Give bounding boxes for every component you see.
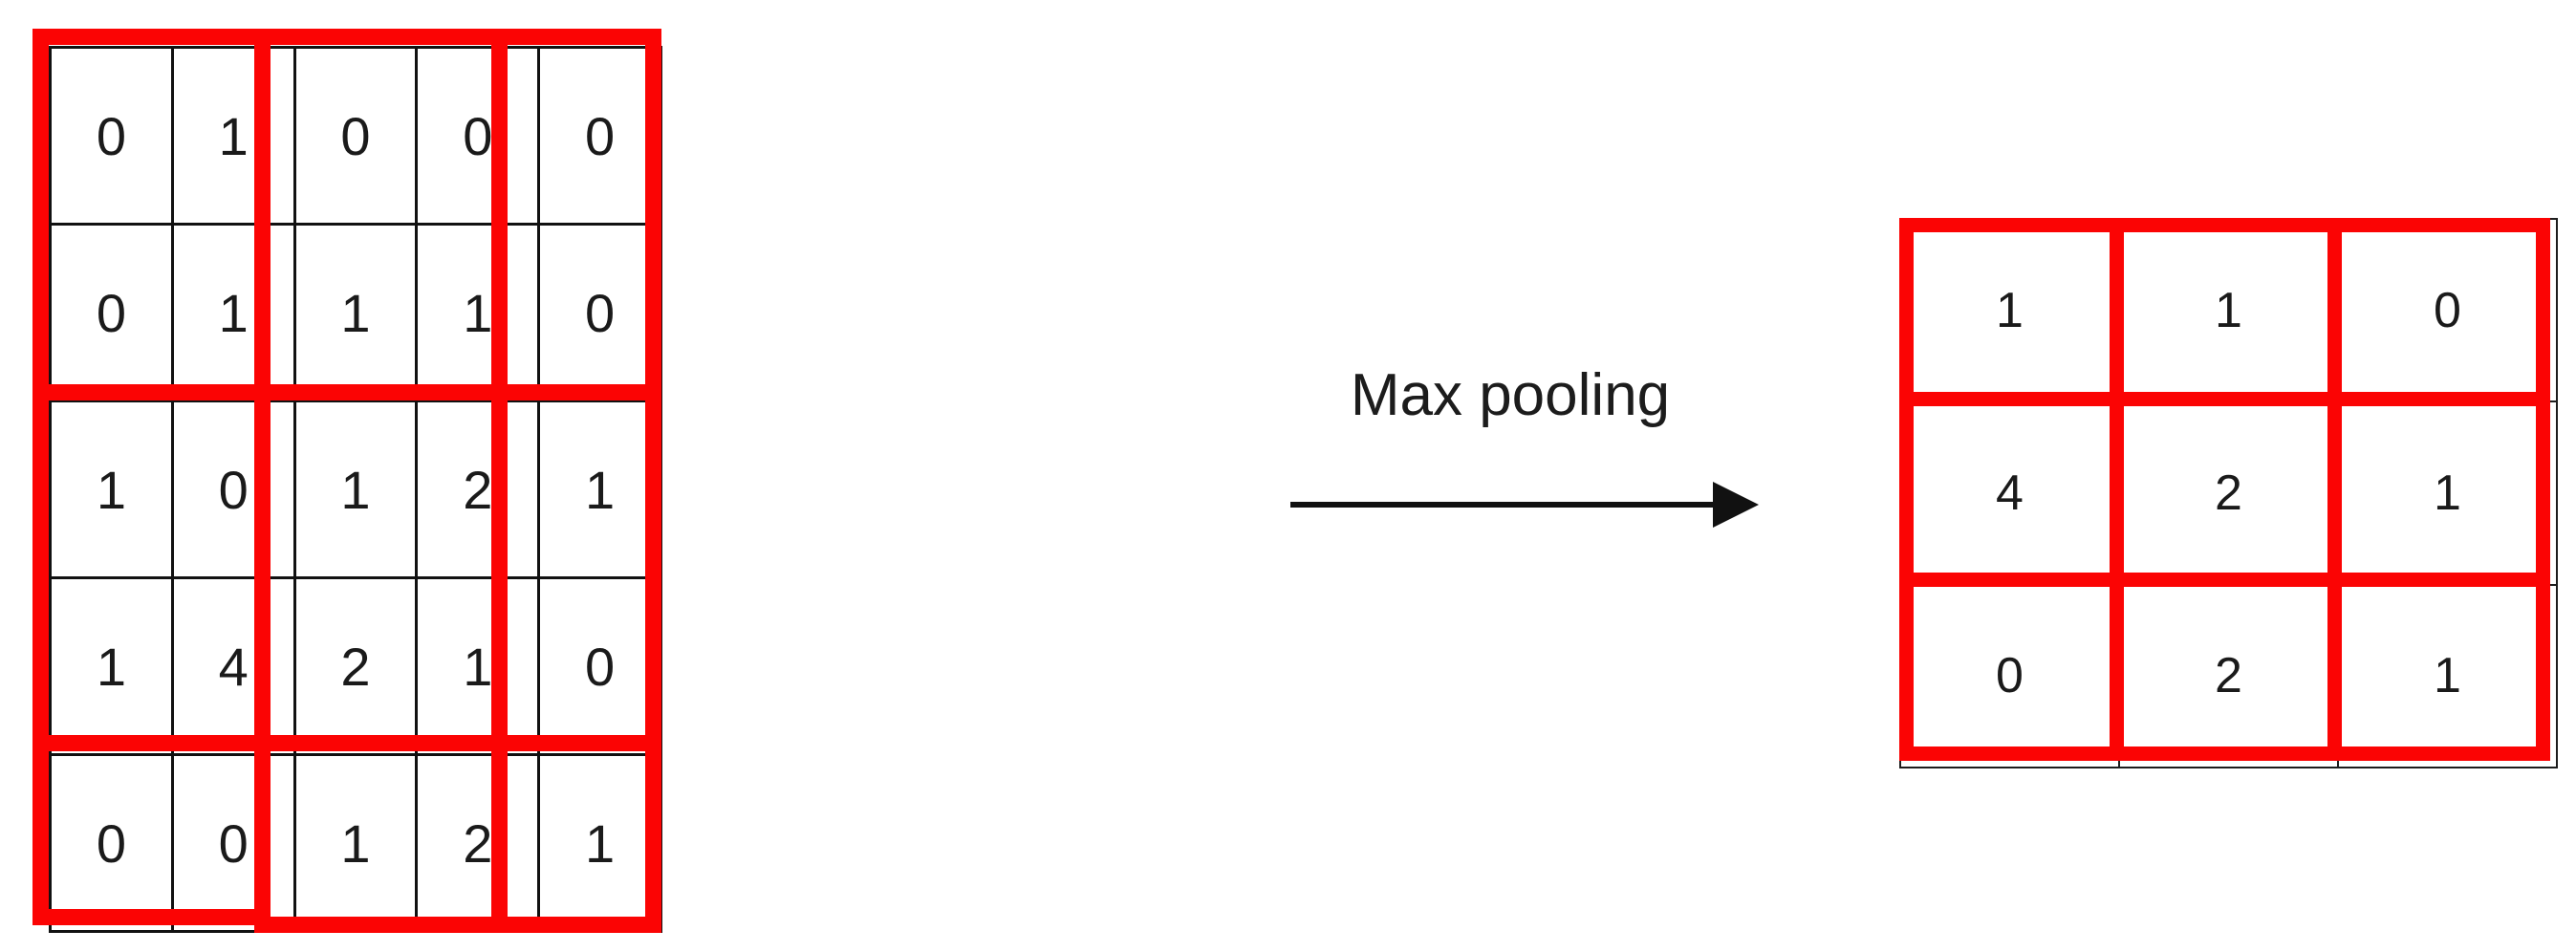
pool-window-line-h2 [32,735,661,751]
input-feature-map-grid: 0 1 0 0 0 0 1 1 1 0 1 0 1 2 1 1 [32,29,662,933]
input-cell-r3c2: 2 [292,576,419,756]
output-cell-r0c0: 1 [1899,217,2120,403]
input-grid-table: 0 1 0 0 0 0 1 1 1 0 1 0 1 2 1 1 [49,46,662,933]
output-grid-line-h2 [1899,573,2550,587]
table-row: 1 4 2 1 0 [49,576,662,756]
pooling-label: Max pooling [1350,362,1671,428]
input-cell-r3c0: 1 [49,576,174,756]
input-cell-r2c0: 1 [49,400,174,579]
input-cell-r2c2: 1 [292,400,419,579]
table-row: 0 1 1 1 0 [49,223,662,402]
table-row: 0 0 1 2 1 [49,753,662,933]
table-row: 1 1 0 [1899,217,2558,403]
output-grid-line-left [1899,218,1914,761]
table-row: 0 1 0 0 0 [49,46,662,226]
max-pooling-transform: Max pooling [1233,315,1787,602]
input-cell-r3c4: 0 [537,576,662,756]
input-cell-r0c0: 0 [49,46,174,226]
output-cell-r2c0: 0 [1899,583,2120,768]
arrow-head [1713,482,1759,528]
input-cell-r2c4: 1 [537,400,662,579]
output-grid-line-right [2536,218,2550,761]
table-row: 4 2 1 [1899,400,2558,586]
input-cell-r0c3: 0 [415,46,541,226]
pool-window-line-v1 [254,29,271,933]
input-cell-r4c1: 0 [170,753,296,933]
input-cell-r1c2: 1 [292,223,419,402]
pool-window-line-h1 [32,384,661,400]
pool-window-line-top [32,29,661,45]
input-cell-r2c1: 0 [170,400,296,579]
input-cell-r4c4: 1 [537,753,662,933]
input-cell-r0c4: 0 [537,46,662,226]
arrow-shaft [1290,502,1721,508]
input-cell-r1c4: 0 [537,223,662,402]
pool-window-line-v2 [491,29,508,933]
input-cell-r4c3: 2 [415,753,541,933]
input-cell-r0c2: 0 [292,46,419,226]
output-grid-line-v1 [2110,218,2124,761]
input-cell-r4c2: 1 [292,753,419,933]
input-cell-r3c1: 4 [170,576,296,756]
output-cell-r2c1: 2 [2118,583,2339,768]
input-cell-r3c3: 1 [415,576,541,756]
output-cell-r2c2: 1 [2337,583,2558,768]
output-cell-r0c1: 1 [2118,217,2339,403]
output-grid-line-v2 [2327,218,2342,761]
output-cell-r1c1: 2 [2118,400,2339,586]
pool-window-line-bottom-right [254,917,661,933]
output-grid-line-h1 [1899,392,2550,406]
output-grid-line-bottom [1899,746,2550,761]
output-grid-line-top [1899,218,2550,232]
input-cell-r1c1: 1 [170,223,296,402]
pool-window-line-left [32,29,49,925]
table-row: 0 2 1 [1899,583,2558,768]
input-cell-r1c3: 1 [415,223,541,402]
pool-window-line-right [645,29,661,917]
pool-window-line-bottom-left [32,909,254,925]
output-cell-r1c2: 1 [2337,400,2558,586]
input-cell-r4c0: 0 [49,753,174,933]
output-cell-r0c2: 0 [2337,217,2558,403]
output-grid-table: 1 1 0 4 2 1 0 2 1 [1899,217,2558,768]
input-cell-r1c0: 0 [49,223,174,402]
arrow-right-icon [1290,476,1759,533]
input-cell-r2c3: 2 [415,400,541,579]
input-cell-r0c1: 1 [170,46,296,226]
table-row: 1 0 1 2 1 [49,400,662,579]
output-cell-r1c0: 4 [1899,400,2120,586]
pooled-feature-map-grid: 1 1 0 4 2 1 0 2 1 [1899,217,2558,768]
